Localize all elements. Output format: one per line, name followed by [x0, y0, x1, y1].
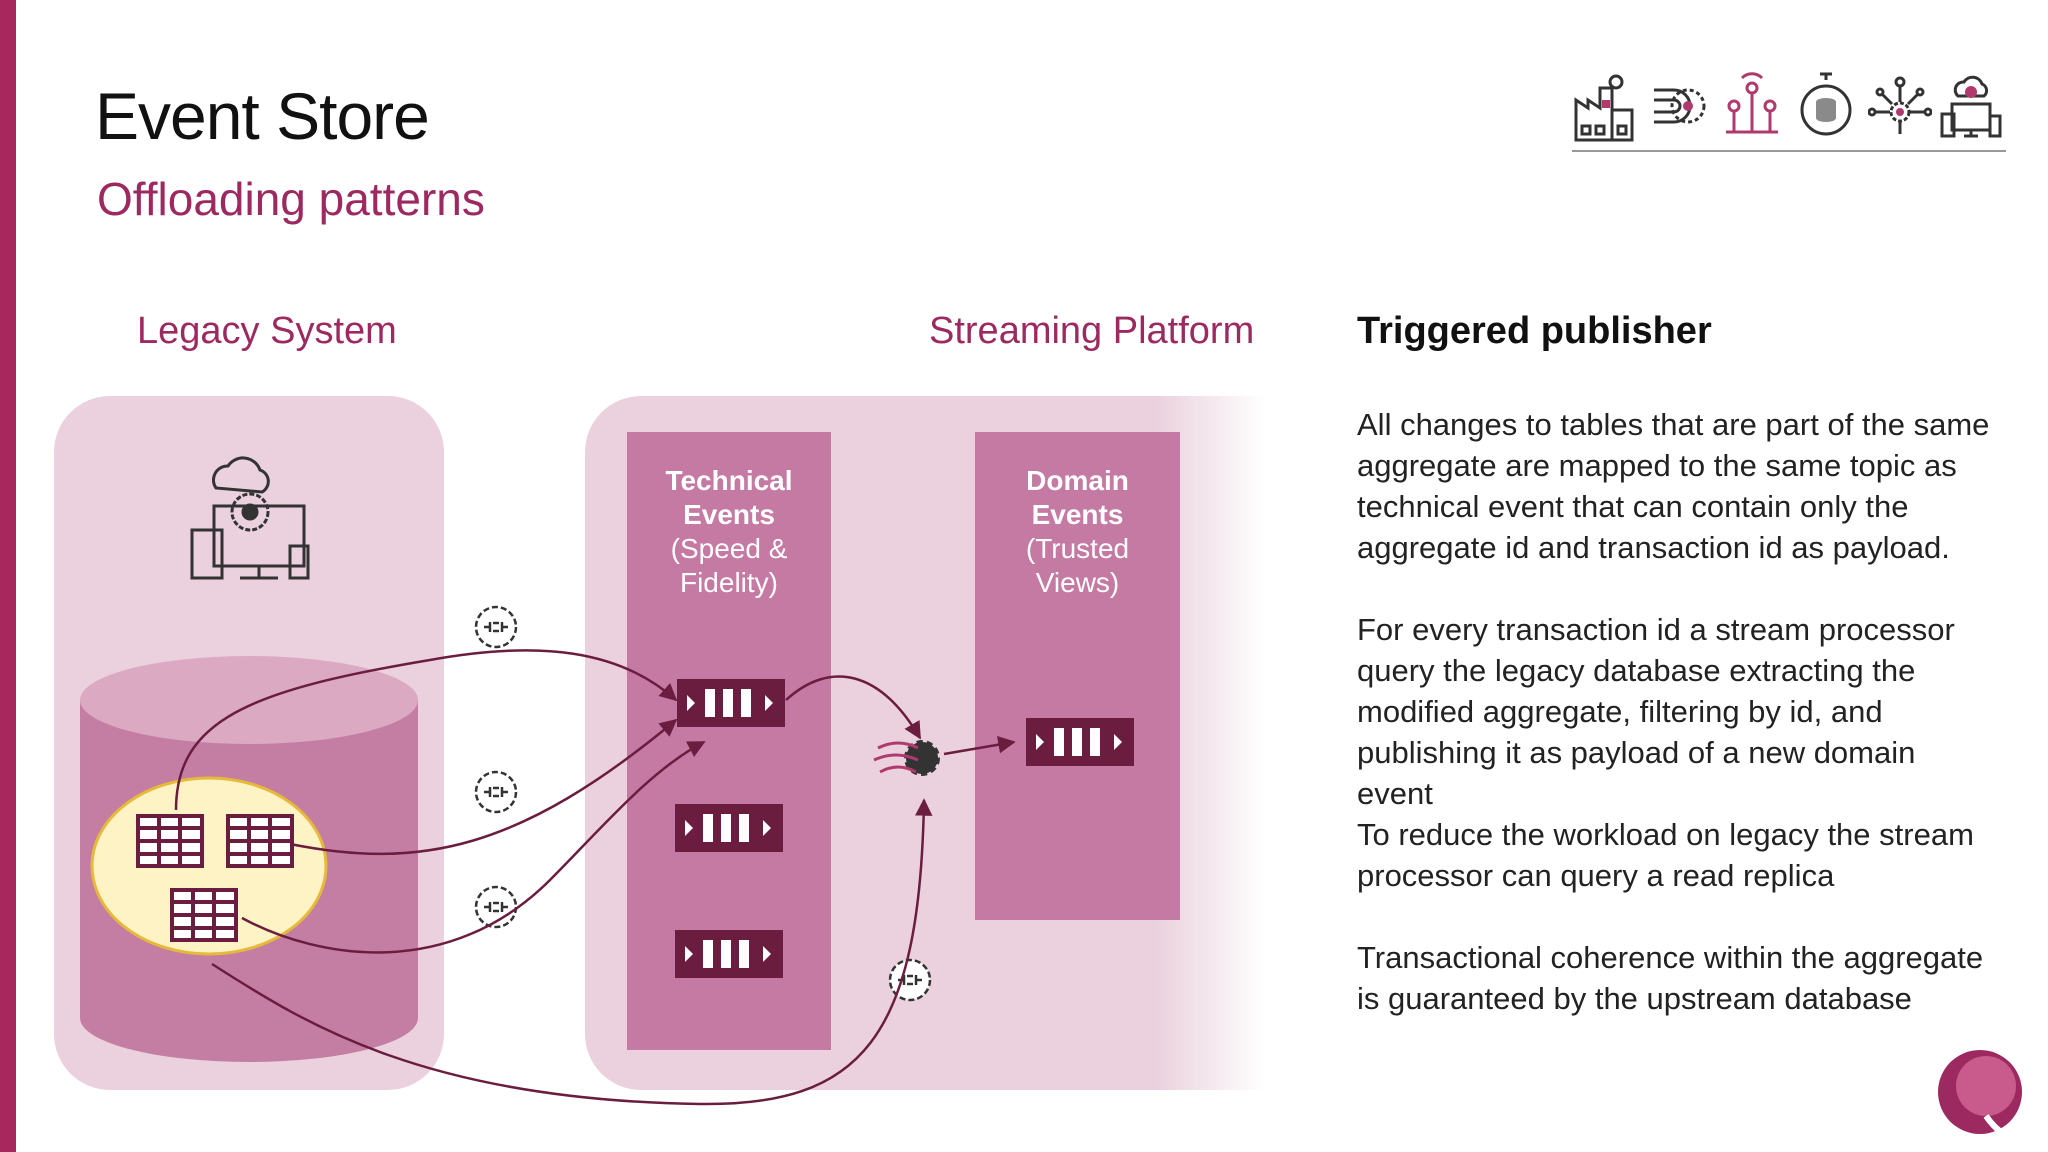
- domain-events-sub-line2: Views): [1035, 567, 1120, 598]
- technical-event-queue: [675, 930, 783, 978]
- technical-event-queue: [677, 679, 785, 727]
- magnet-gear-icon: [1654, 88, 1706, 124]
- factory-icon: [1574, 74, 1634, 142]
- connector-gear-icon: [474, 605, 518, 649]
- connector-gear-icon: [474, 770, 518, 814]
- database-dial-icon: [1800, 72, 1852, 136]
- table-icon: [170, 888, 238, 942]
- flow-arrows: [174, 649, 1016, 1106]
- gear-network-icon: [1868, 76, 1932, 134]
- cloud-devices-icon: [1940, 75, 2002, 138]
- description-paragraph: To reduce the workload on legacy the str…: [1357, 817, 1974, 893]
- slide-title: Event Store: [95, 79, 430, 153]
- technical-events-sub-line2: Fidelity): [679, 567, 778, 598]
- header-divider: [1572, 150, 2006, 152]
- description-heading: Triggered publisher: [1357, 310, 1712, 352]
- description-paragraph: For every transaction id a stream proces…: [1357, 612, 1955, 811]
- technical-events-heading-line2: Events: [683, 499, 775, 530]
- streaming-platform-label: Streaming Platform: [929, 310, 1255, 352]
- domain-events-heading-line2: Events: [1031, 499, 1124, 530]
- legacy-system-icon: [190, 456, 310, 580]
- table-icon: [136, 814, 204, 868]
- domain-events-heading-line1: Domain: [1026, 465, 1129, 496]
- accent-bar: [0, 0, 16, 1152]
- table-icon: [226, 814, 294, 868]
- technical-events-sub-line1: (Speed &: [670, 533, 788, 564]
- domain-events-sub-line1: (Trusted: [1025, 533, 1130, 564]
- header-icon-strip: [1572, 70, 2006, 154]
- slide-subtitle: Offloading patterns: [97, 173, 485, 225]
- description-paragraph: All changes to tables that are part of t…: [1357, 407, 1990, 565]
- stream-processor-icon: [873, 740, 940, 776]
- domain-events-column: Domain Events (Trusted Views): [975, 432, 1180, 920]
- network-tree-icon: [1726, 72, 1778, 134]
- brand-logo: [1938, 1050, 2033, 1146]
- description-paragraph: Transactional coherence within the aggre…: [1357, 940, 1984, 1016]
- domain-event-queue: [1026, 718, 1134, 766]
- technical-events-heading-line1: Technical: [665, 465, 793, 496]
- technical-event-queue: [675, 804, 783, 852]
- legacy-system-label: Legacy System: [137, 310, 397, 352]
